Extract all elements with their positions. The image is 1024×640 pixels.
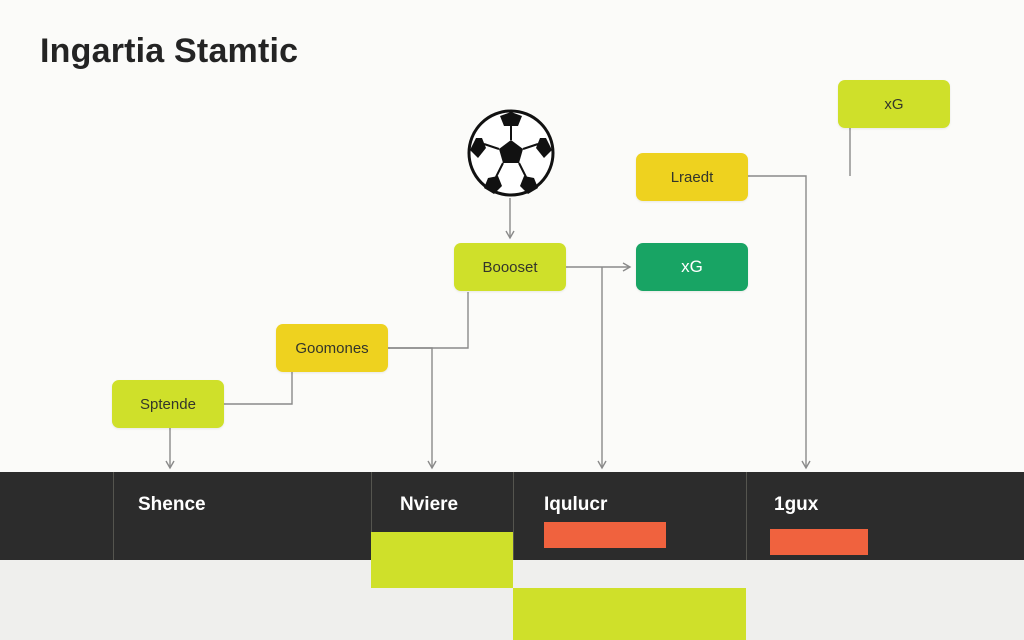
column-header-nviere: Nviere: [400, 494, 459, 515]
column-header-1gux: 1gux: [774, 494, 819, 515]
node-xg-top[interactable]: xG: [838, 80, 950, 128]
column-divider: [513, 472, 514, 560]
highlight-block-iqulucr: [513, 588, 746, 640]
node-sptende[interactable]: Sptende: [112, 380, 224, 428]
connector-sptende-goomones: [224, 372, 293, 405]
arrow-lraedt-down: [748, 175, 811, 470]
arrow-goomones-down: [388, 347, 437, 470]
soccer-ball-icon: [467, 109, 555, 197]
node-lraedt-label: Lraedt: [670, 168, 714, 186]
column-header-shence: Shence: [138, 494, 206, 515]
node-xg-top-label: xG: [884, 95, 904, 113]
column-header-iqulucr: Iqulucr: [544, 494, 608, 515]
node-sptende-label: Sptende: [140, 395, 196, 413]
node-booset-label: Boooset: [482, 258, 538, 276]
node-lraedt[interactable]: Lraedt: [636, 153, 748, 201]
value-bar-1gux: [770, 529, 868, 555]
connector-goomones-booset: [388, 292, 469, 349]
diagram-title: Ingartia Stamtic: [40, 32, 299, 70]
highlight-block-nviere: [371, 532, 513, 588]
node-xg-green-label: xG: [681, 257, 703, 276]
value-bar-iqulucr: [544, 522, 666, 548]
node-booset[interactable]: Boooset: [454, 243, 566, 291]
node-xg-green[interactable]: xG: [636, 243, 748, 291]
column-divider: [113, 472, 114, 560]
node-goomones-label: Goomones: [295, 339, 369, 357]
column-divider: [746, 472, 747, 560]
column-divider: [371, 472, 372, 560]
node-goomones[interactable]: Goomones: [276, 324, 388, 372]
